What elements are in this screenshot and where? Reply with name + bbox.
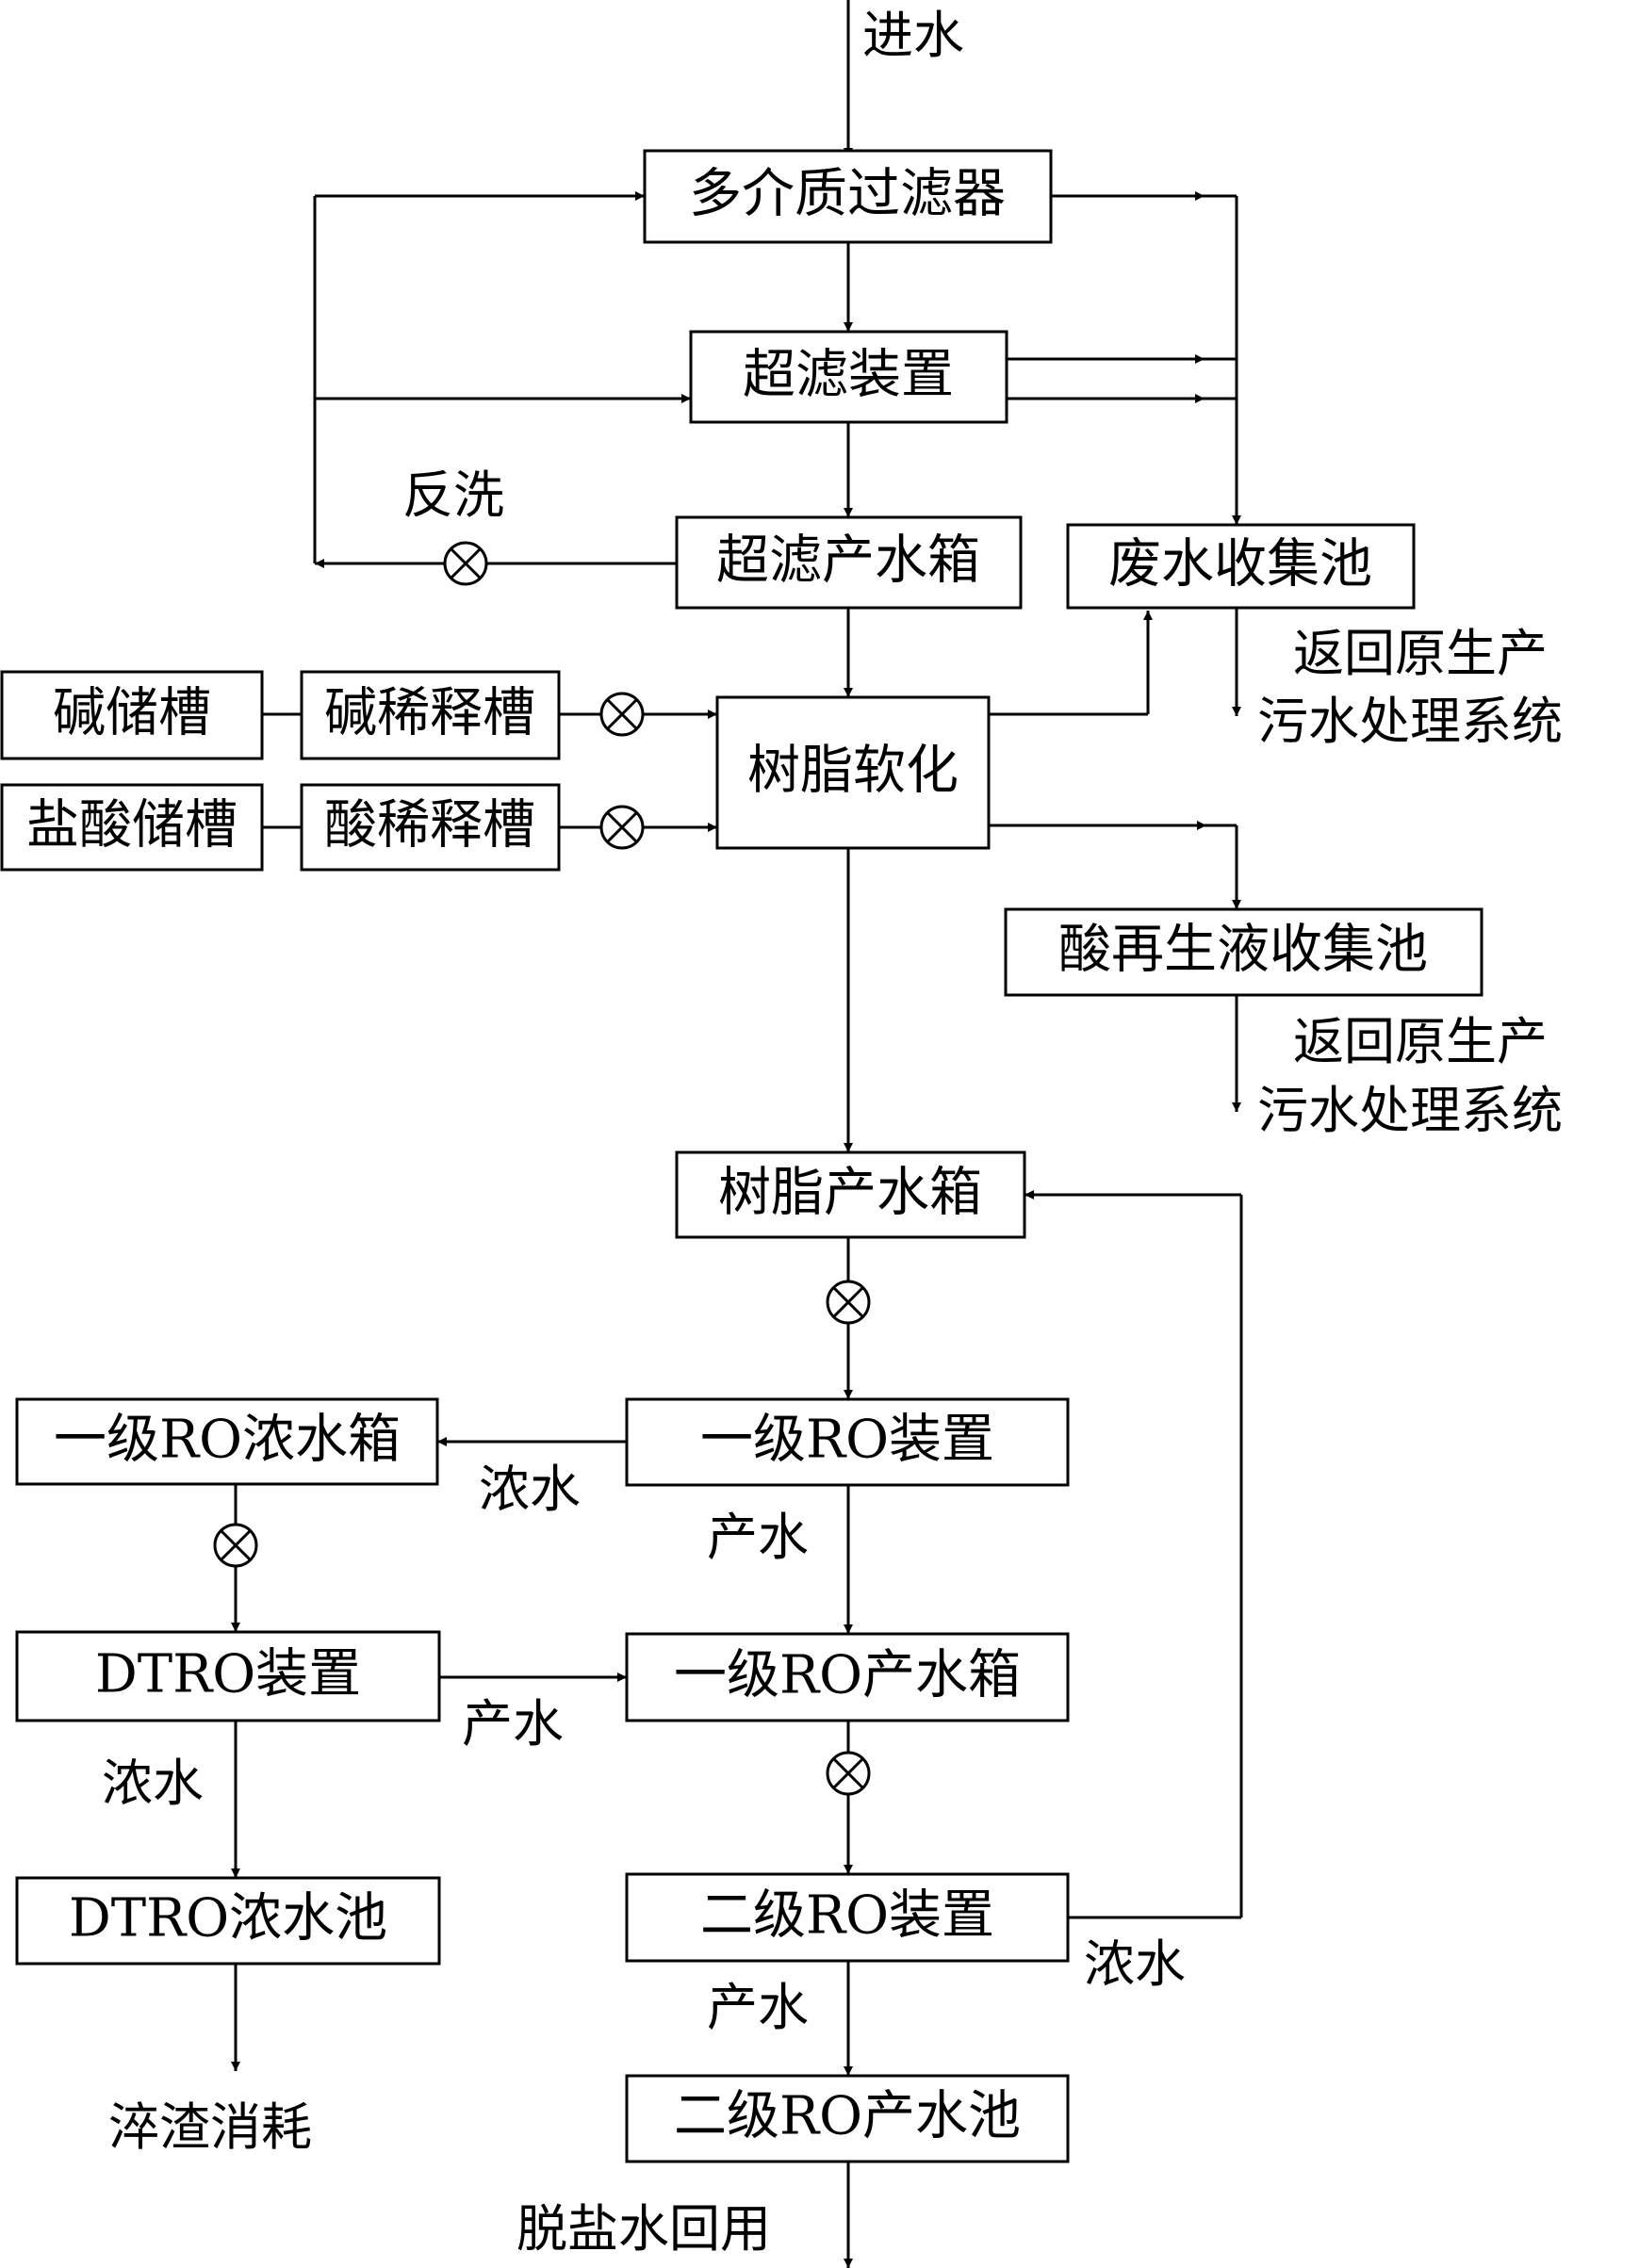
node-resin-softening: 树脂软化 [715, 695, 991, 850]
valve-icon [599, 805, 645, 850]
return-label-line2: 污水处理系统 [1257, 692, 1563, 751]
node-label: 一级RO产水箱 [674, 1645, 1021, 1706]
valve-icon [213, 1523, 258, 1568]
node-uf-tank: 超滤产水箱 [675, 515, 1023, 610]
node-acid-dilution: 酸稀释槽 [300, 783, 561, 872]
node-dtro-device: DTRO装置 [15, 1630, 441, 1722]
node-alkali-dilution: 碱稀释槽 [300, 670, 561, 760]
node-dtro-conc-pool: DTRO浓水池 [15, 1876, 441, 1966]
node-label: 树脂产水箱 [718, 1163, 982, 1224]
node-hcl-storage: 盐酸储槽 [0, 783, 264, 872]
node-label: 一级RO装置 [700, 1410, 994, 1471]
desalted-reuse-label: 脱盐水回用 [516, 2199, 771, 2259]
node-label: 树脂软化 [747, 741, 959, 802]
return-label-line1: 返回原生产 [1293, 624, 1548, 683]
node-resin-tank: 树脂产水箱 [675, 1150, 1026, 1239]
ro2-product-label: 产水 [707, 1978, 809, 2037]
node-ro2-device: 二级RO装置 [625, 1872, 1070, 1963]
node-label: DTRO浓水池 [69, 1888, 387, 1950]
node-wastewater-pool: 废水收集池 [1066, 523, 1416, 610]
valve-icon [443, 541, 488, 586]
ro2-conc-label: 浓水 [1084, 1934, 1186, 1994]
dtro-conc-label: 浓水 [102, 1754, 204, 1813]
node-label: 碱稀释槽 [324, 683, 535, 744]
ro1-conc-label: 浓水 [479, 1460, 581, 1519]
node-ro1-product-tank: 一级RO产水箱 [625, 1632, 1070, 1722]
return2-label-line2: 污水处理系统 [1257, 1081, 1563, 1140]
node-ro1-device: 一级RO装置 [625, 1397, 1070, 1487]
node-label: 一级RO浓水箱 [54, 1410, 401, 1471]
node-label: 酸再生液收集池 [1058, 920, 1428, 981]
node-label: 盐酸储槽 [26, 795, 238, 857]
node-label: DTRO装置 [95, 1644, 361, 1705]
backwash-label: 反洗 [402, 465, 504, 525]
return2-label-line1: 返回原生产 [1293, 1012, 1548, 1071]
node-label: 酸稀释槽 [324, 795, 535, 857]
node-label: 二级RO产水池 [674, 2086, 1021, 2147]
node-alkali-storage: 碱储槽 [0, 670, 264, 760]
node-multimedia-filter: 多介质过滤器 [643, 149, 1053, 244]
node-label: 二级RO装置 [700, 1885, 994, 1947]
slag-consumption-label: 淬渣消耗 [108, 2097, 312, 2157]
node-label: 超滤产水箱 [716, 530, 980, 592]
node-label: 碱储槽 [53, 683, 211, 744]
node-label: 废水收集池 [1108, 534, 1372, 596]
flow-lines [231, 0, 1243, 2268]
valve-icon [826, 1280, 871, 1325]
dtro-product-label: 产水 [462, 1694, 564, 1754]
valve-icon [599, 692, 645, 737]
node-label: 多介质过滤器 [689, 164, 1006, 225]
ro1-product-label: 产水 [707, 1508, 809, 1567]
valve-icon [826, 1751, 871, 1796]
node-ro2-product-pool: 二级RO产水池 [625, 2074, 1070, 2163]
node-label: 超滤装置 [743, 345, 954, 406]
inlet-label: 进水 [862, 6, 964, 65]
node-ro1-conc-tank: 一级RO浓水箱 [15, 1397, 439, 1486]
node-uf-device: 超滤装置 [689, 330, 1008, 424]
node-acid-regen-pool: 酸再生液收集池 [1004, 907, 1483, 997]
